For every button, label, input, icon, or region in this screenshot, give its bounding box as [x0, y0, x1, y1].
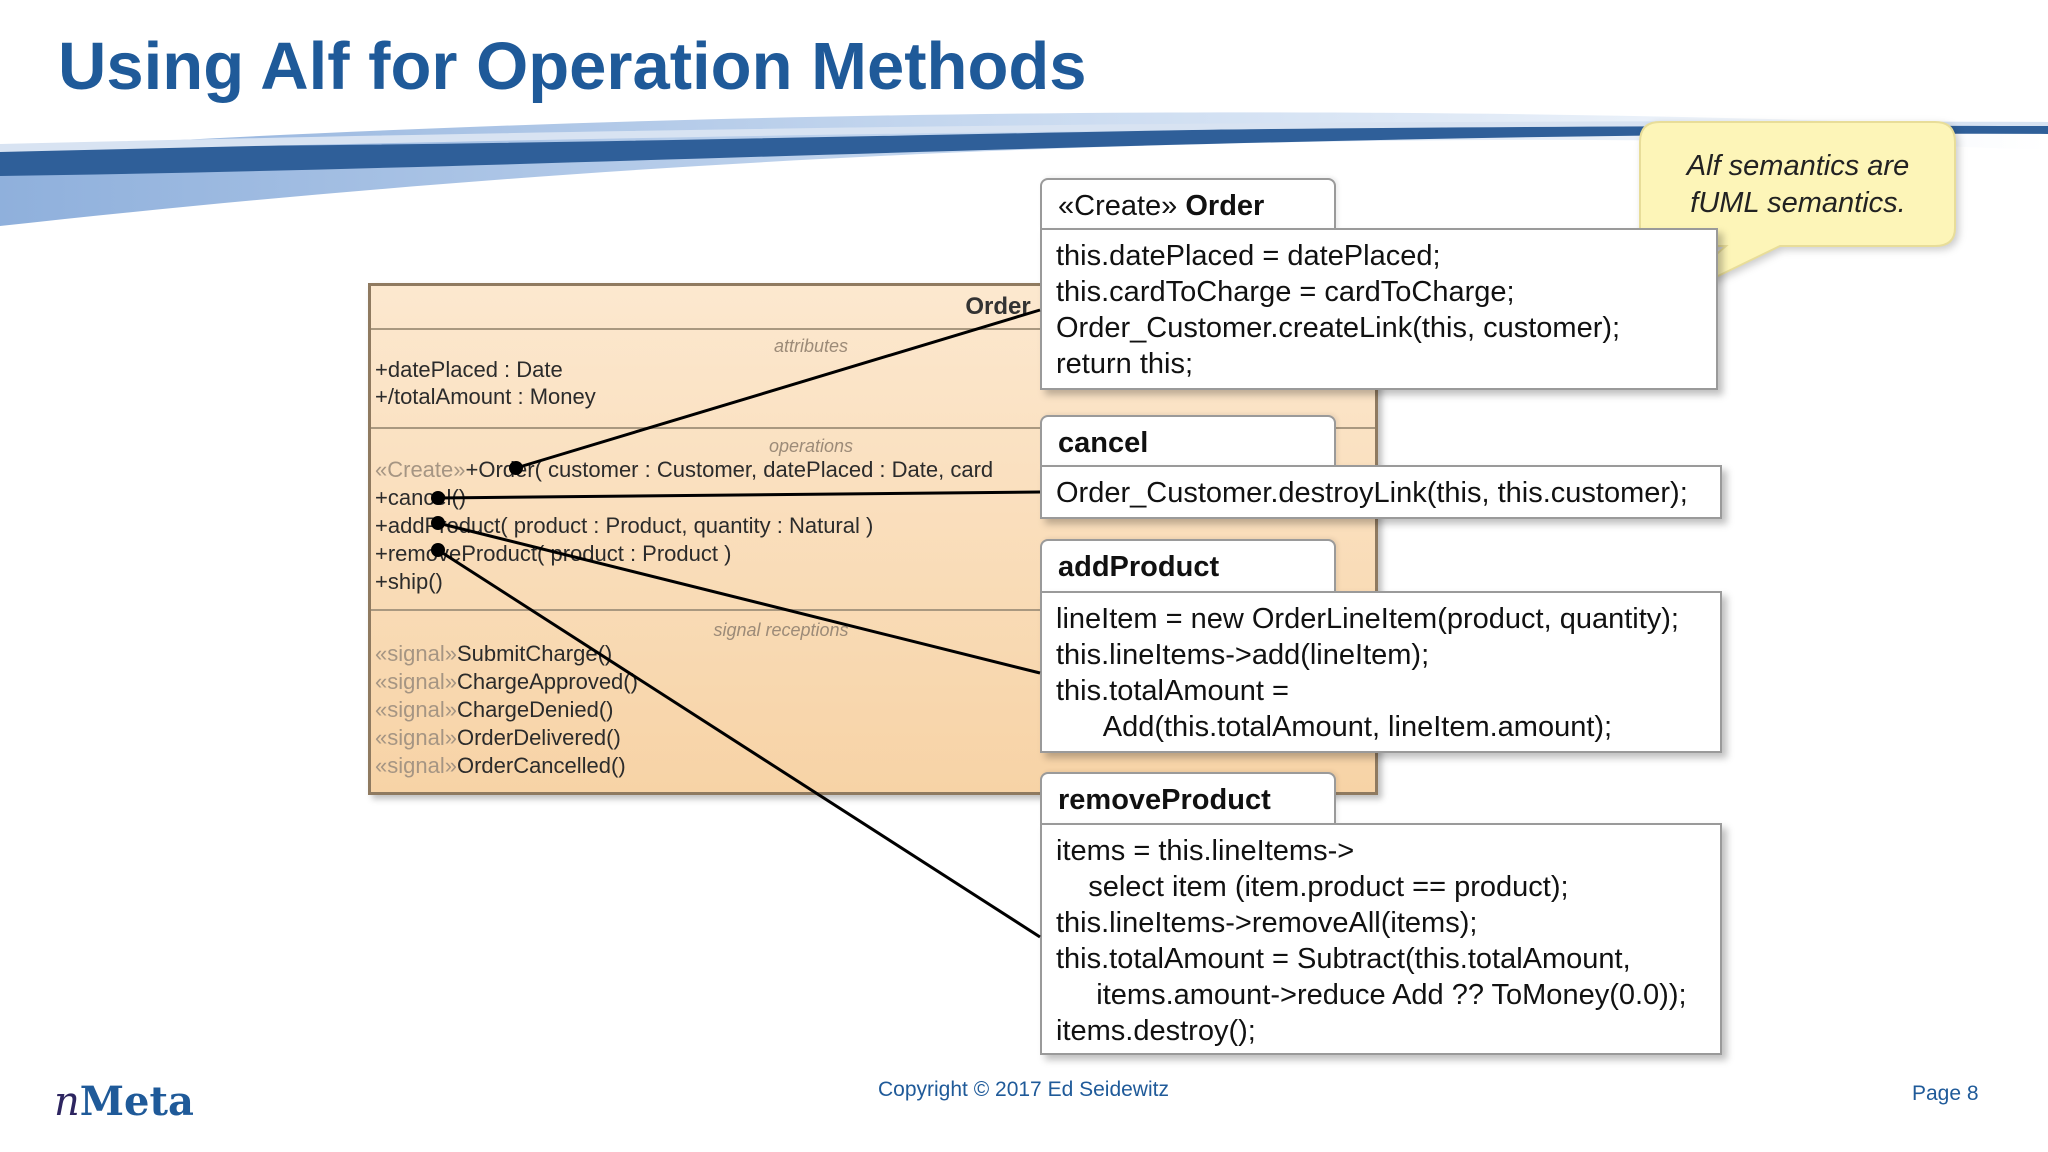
method-tab-addproduct: addProduct	[1040, 539, 1336, 593]
method-body-addproduct: lineItem = new OrderLineItem(product, qu…	[1040, 591, 1722, 753]
code-line: Order_Customer.createLink(this, customer…	[1056, 312, 1621, 344]
copyright: Copyright © 2017 Ed Seidewitz	[878, 1078, 1169, 1101]
code-line: this.totalAmount =	[1056, 675, 1289, 707]
callout-text: Alf semantics are fUML semantics.	[1648, 148, 1948, 222]
code-line: lineItem = new OrderLineItem(product, qu…	[1056, 603, 1679, 635]
stereotype: «Create»	[375, 457, 466, 482]
code-line: Add(this.totalAmount, lineItem.amount);	[1056, 711, 1613, 743]
code-line: this.lineItems->removeAll(items);	[1056, 907, 1478, 939]
slide-title: Using Alf for Operation Methods	[58, 29, 1087, 104]
callout-line: Alf semantics are	[1686, 150, 1910, 182]
method-tab-cancel: cancel	[1040, 415, 1336, 467]
method-body-create: this.datePlaced = datePlaced; this.cardT…	[1040, 228, 1718, 390]
code-line: select item (item.product == product);	[1056, 871, 1569, 903]
method-name: Order	[1185, 190, 1265, 222]
code-line: this.lineItems->add(lineItem);	[1056, 639, 1430, 671]
operation-row: +ship()	[375, 569, 443, 594]
nmeta-logo: nMeta	[54, 1078, 194, 1125]
method-name: addProduct	[1058, 551, 1220, 583]
callout-line: fUML semantics.	[1690, 187, 1906, 219]
code-line: items = this.lineItems->	[1056, 835, 1355, 867]
code-line: items.destroy();	[1056, 1015, 1256, 1047]
code-line: this.datePlaced = datePlaced;	[1056, 240, 1441, 272]
method-stereotype: «Create»	[1058, 190, 1178, 222]
method-name: cancel	[1058, 427, 1149, 459]
code-line: Order_Customer.destroyLink(this, this.cu…	[1056, 477, 1688, 509]
code-line: this.totalAmount = Subtract(this.totalAm…	[1056, 943, 1631, 975]
method-body-removeproduct: items = this.lineItems-> select item (it…	[1040, 823, 1722, 1055]
method-tab-create: «Create» Order	[1040, 178, 1336, 230]
page-number: Page 8	[1912, 1082, 1979, 1105]
method-name: removeProduct	[1058, 784, 1271, 816]
code-line: items.amount->reduce Add ?? ToMoney(0.0)…	[1056, 979, 1687, 1011]
method-body-cancel: Order_Customer.destroyLink(this, this.cu…	[1040, 465, 1722, 519]
code-line: return this;	[1056, 348, 1193, 380]
method-tab-removeproduct: removeProduct	[1040, 772, 1336, 826]
code-line: this.cardToCharge = cardToCharge;	[1056, 276, 1515, 308]
